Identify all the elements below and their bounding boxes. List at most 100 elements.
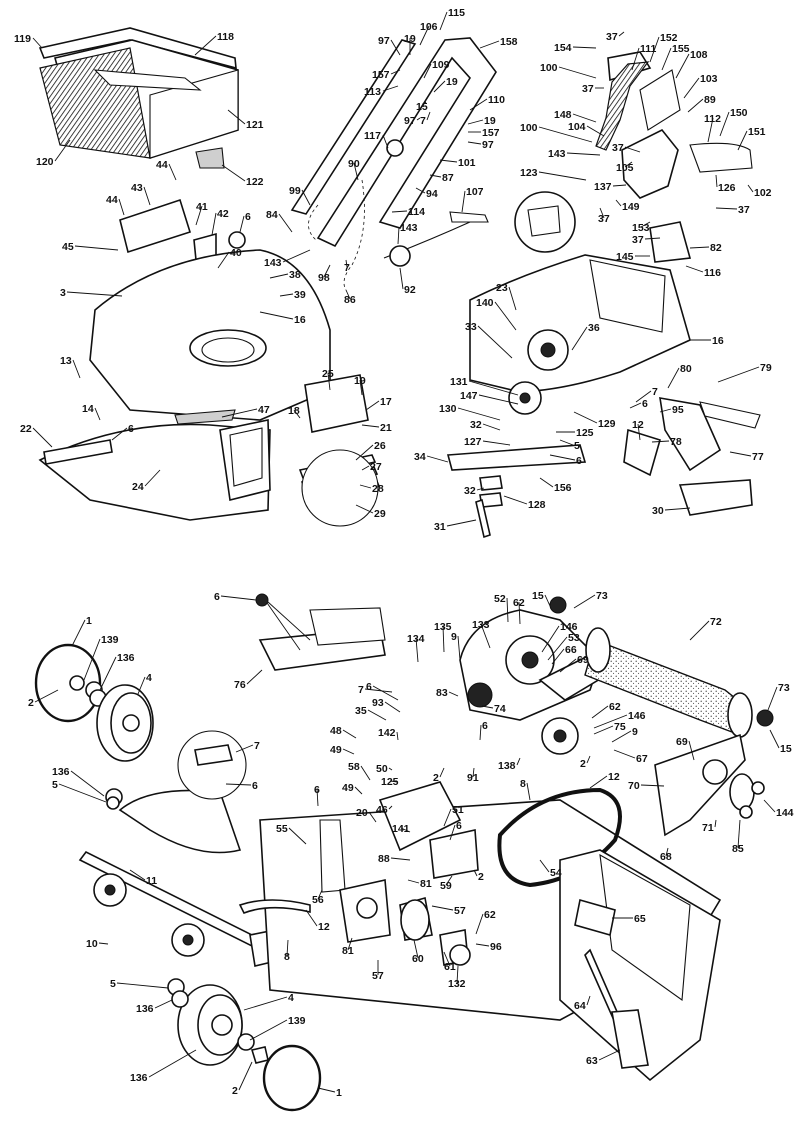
callout-leader-line bbox=[717, 366, 760, 383]
part-callout: 117 bbox=[364, 130, 389, 149]
part-callout: 49 bbox=[330, 744, 355, 756]
part-number-label: 143 bbox=[264, 257, 282, 269]
part-callout: 67 bbox=[613, 749, 648, 765]
callout-leader-line bbox=[469, 98, 488, 111]
callout-leader-line bbox=[506, 597, 509, 623]
callout-leader-line bbox=[443, 808, 452, 827]
callout-leader-line bbox=[442, 625, 445, 653]
callout-leader-line bbox=[293, 409, 301, 419]
part-number-label: 1 bbox=[86, 615, 92, 627]
part-number-label: 7 bbox=[254, 740, 260, 752]
callout-leader-line bbox=[421, 101, 427, 107]
part-callout: 37 bbox=[598, 207, 610, 225]
part-number-label: 20 bbox=[356, 807, 368, 819]
part-number-label: 2 bbox=[478, 871, 484, 883]
part-callout: 30 bbox=[652, 505, 691, 517]
part-number-label: 98 bbox=[318, 272, 330, 284]
part-callout: 81 bbox=[342, 937, 354, 957]
chassis-bar bbox=[238, 899, 311, 915]
part-number-label: 6 bbox=[314, 784, 320, 796]
callout-leader-line bbox=[439, 159, 458, 163]
part-number-label: 2 bbox=[28, 697, 34, 709]
part-number-label: 47 bbox=[258, 404, 270, 416]
callout-leader-line bbox=[137, 676, 146, 695]
part-number-label: 24 bbox=[132, 481, 144, 493]
callout-leader-line bbox=[246, 669, 263, 685]
part-callout: 109 bbox=[423, 59, 450, 79]
part-number-label: 6 bbox=[214, 591, 220, 603]
callout-leader-line bbox=[419, 25, 430, 46]
part-callout: 78 bbox=[651, 436, 682, 448]
callout-leader-line bbox=[279, 293, 294, 297]
part-number-label: 9 bbox=[451, 631, 457, 643]
part-callout: 36 bbox=[571, 322, 600, 351]
callout-leader-line bbox=[129, 869, 146, 881]
part-number-label: 30 bbox=[652, 505, 664, 517]
part-callout: 19 bbox=[354, 375, 366, 396]
part-number-label: 81 bbox=[342, 945, 354, 957]
callout-leader-line bbox=[416, 117, 421, 121]
part-callout: 80 bbox=[667, 363, 692, 389]
part-number-label: 62 bbox=[484, 909, 496, 921]
callout-leader-line bbox=[143, 186, 151, 206]
part-number-label: 69 bbox=[676, 736, 688, 748]
part-number-label: 4 bbox=[146, 672, 152, 684]
part-number-label: 150 bbox=[730, 107, 748, 119]
part-callout: 6 bbox=[449, 820, 462, 841]
part-callout: 137 bbox=[594, 181, 627, 193]
callout-leader-line bbox=[571, 326, 588, 351]
part-number-label: 82 bbox=[710, 242, 722, 254]
callout-leader-line bbox=[747, 184, 754, 193]
part-callout: 47 bbox=[221, 404, 270, 418]
part-number-label: 73 bbox=[596, 590, 608, 602]
part-number-label: 7 bbox=[358, 684, 364, 696]
part-number-label: 120 bbox=[36, 156, 54, 168]
part-number-label: 132 bbox=[448, 978, 466, 990]
part-callout: 95 bbox=[659, 404, 684, 416]
callout-leader-line bbox=[72, 359, 81, 379]
part-number-label: 140 bbox=[476, 297, 494, 309]
part-number-label: 39 bbox=[294, 289, 306, 301]
callout-leader-line bbox=[598, 1049, 621, 1061]
part-number-label: 23 bbox=[496, 282, 508, 294]
part-callout: 131 bbox=[450, 376, 519, 396]
part-callout: 89 bbox=[687, 94, 716, 113]
part-callout: 142 bbox=[378, 727, 399, 741]
callout-leader-line bbox=[278, 213, 293, 233]
part-number-label: 91 bbox=[467, 772, 479, 784]
part-number-label: 37 bbox=[738, 204, 750, 216]
part-callout: 1 bbox=[317, 1087, 342, 1099]
part-callout: 7 bbox=[358, 684, 393, 696]
callout-leader-line bbox=[456, 965, 459, 984]
part-number-label: 126 bbox=[718, 182, 736, 194]
part-callout: 136 bbox=[136, 999, 173, 1015]
part-number-label: 35 bbox=[355, 705, 367, 717]
part-callout: 6 bbox=[629, 398, 648, 410]
callout-leader-line bbox=[388, 805, 393, 810]
callout-leader-line bbox=[367, 709, 387, 721]
part-number-label: 14 bbox=[82, 403, 94, 415]
part-callout: 20 bbox=[356, 807, 377, 823]
callout-leader-line bbox=[58, 783, 107, 803]
part-callout: 157 bbox=[372, 69, 401, 81]
part-number-label: 143 bbox=[548, 148, 566, 160]
callout-leader-line bbox=[443, 951, 451, 967]
part-callout: 62 bbox=[591, 701, 621, 719]
part-callout: 15 bbox=[532, 590, 551, 607]
part-callout: 6 bbox=[239, 211, 251, 233]
part-callout: 83 bbox=[436, 687, 459, 699]
callout-leader-line bbox=[624, 161, 633, 168]
part-number-label: 22 bbox=[20, 423, 32, 435]
part-callout: 130 bbox=[439, 403, 501, 421]
part-number-label: 157 bbox=[372, 69, 390, 81]
callout-leader-line bbox=[221, 408, 258, 418]
callout-leader-line bbox=[457, 635, 461, 661]
part-number-label: 146 bbox=[560, 621, 578, 633]
callout-leader-line bbox=[480, 623, 491, 649]
part-number-label: 94 bbox=[426, 188, 438, 200]
callout-leader-line bbox=[624, 146, 641, 153]
part-callout: 122 bbox=[221, 164, 264, 188]
part-callout: 127 bbox=[464, 436, 511, 448]
callout-leader-line bbox=[573, 594, 596, 609]
callout-leader-line bbox=[361, 465, 370, 471]
